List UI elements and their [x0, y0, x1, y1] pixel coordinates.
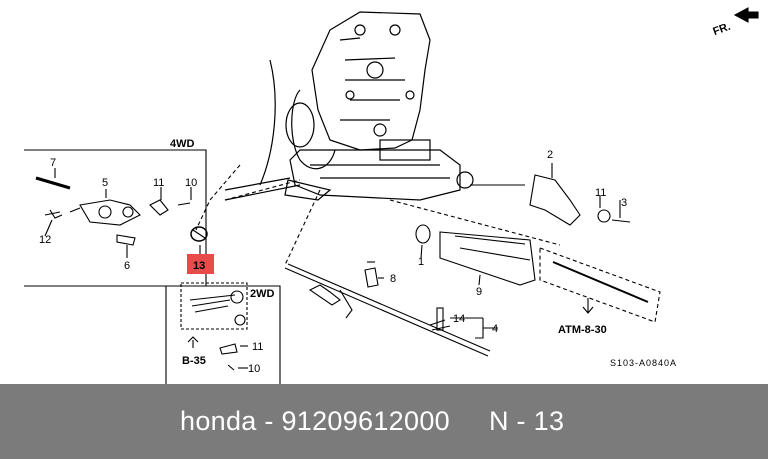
part-9-drawing [415, 224, 536, 286]
front-arrow-icon [733, 7, 759, 23]
footer-text: honda - 91209612000 N - 13 [180, 406, 565, 436]
callout-14: 14 [453, 313, 465, 325]
direction-label: FR. [711, 21, 732, 38]
parts-diagram: FR. 4WD 2WD 7 5 11 10 12 6 13 2 11 3 1 8… [24, 7, 759, 384]
ref-b35: B-35 [182, 355, 206, 367]
callout-12: 12 [39, 234, 51, 246]
callout-7: 7 [50, 157, 56, 169]
callout-4: 4 [492, 323, 498, 335]
catalog-code: S103-A0840A [610, 358, 677, 368]
callout-3: 3 [621, 197, 627, 209]
group-2wd-label: 2WD [250, 288, 275, 300]
callout-10: 10 [185, 177, 197, 189]
callout-11-2wd: 11 [252, 341, 263, 353]
highlight-box-13 [187, 254, 214, 274]
footer-bar: honda - 91209612000 N - 13 [0, 384, 768, 459]
callout-6: 6 [124, 260, 130, 272]
callout-11-fork: 11 [595, 187, 606, 199]
callout-5: 5 [102, 177, 108, 189]
part-5-drawing [79, 199, 141, 226]
valve-body-drawing [224, 11, 474, 201]
callout-2: 2 [547, 149, 553, 161]
callout-8: 8 [390, 273, 396, 285]
callout-9: 9 [476, 286, 482, 298]
callout-11: 11 [153, 177, 164, 189]
shift-shaft-drawing [284, 263, 491, 357]
group-2wd-box [165, 285, 281, 384]
callout-13: 13 [193, 260, 205, 272]
group-4wd-label: 4WD [170, 138, 195, 150]
group-4wd-box [24, 149, 207, 287]
callout-10-2wd: 10 [248, 363, 260, 375]
ref-atm: ATM-8-30 [558, 324, 607, 336]
diagram-svg: FR. 4WD 2WD 7 5 11 10 12 6 13 2 11 3 1 8… [24, 7, 759, 384]
callout-1: 1 [418, 256, 424, 268]
2wd-detail-frame [180, 282, 248, 330]
